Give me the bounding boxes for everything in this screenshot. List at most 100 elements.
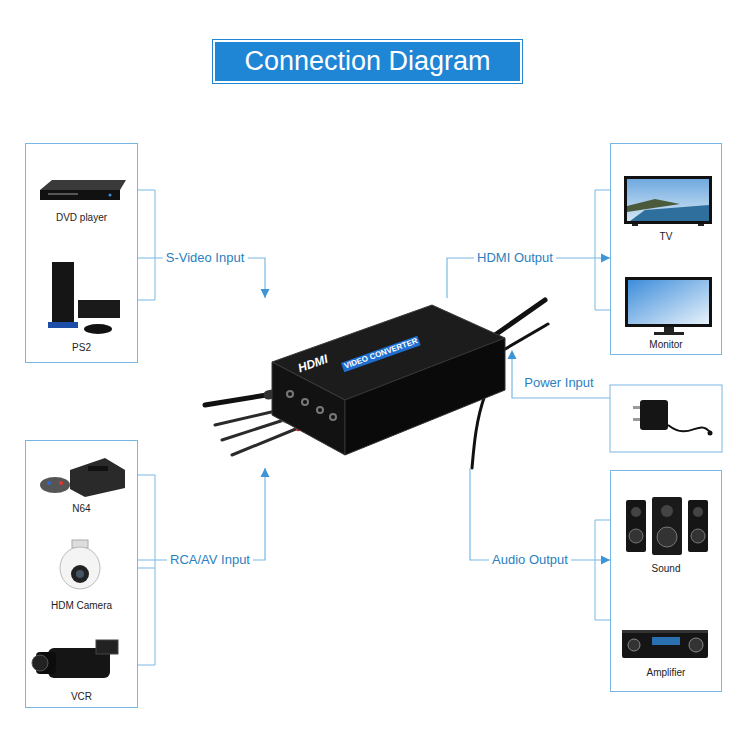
bracket-line bbox=[595, 190, 596, 310]
audio-cable bbox=[472, 395, 485, 468]
device-caption: Sound bbox=[611, 563, 721, 575]
bracket-stub bbox=[138, 300, 155, 301]
speaker-woofer bbox=[691, 529, 705, 543]
connector-label: S-Video Input bbox=[163, 250, 248, 266]
bracket-stub bbox=[595, 520, 610, 521]
device-caption: Amplifier bbox=[611, 667, 721, 679]
speaker-tweeter bbox=[693, 507, 703, 517]
camera-lens-glass bbox=[76, 570, 84, 578]
subwoofer bbox=[652, 497, 682, 555]
n64-body bbox=[70, 458, 125, 497]
rca-cable bbox=[215, 410, 280, 425]
device-group-box: TV Monitor bbox=[610, 143, 722, 355]
monitor-base bbox=[654, 332, 684, 335]
device-caption: Monitor bbox=[611, 339, 721, 351]
device-caption: TV bbox=[611, 231, 721, 243]
tv-screen bbox=[627, 179, 709, 221]
device-front bbox=[272, 362, 345, 455]
device-caption: DVD player bbox=[26, 212, 137, 224]
speaker-woofer bbox=[629, 529, 643, 543]
n64-controller bbox=[40, 477, 70, 493]
adapter-prong bbox=[633, 418, 640, 421]
speaker-tweeter bbox=[631, 507, 641, 517]
camera-icon bbox=[60, 540, 100, 589]
device-port bbox=[301, 398, 309, 406]
bracket-stub bbox=[595, 190, 610, 191]
subwoofer-cone bbox=[657, 527, 677, 547]
arrowhead bbox=[601, 556, 610, 565]
connector-line bbox=[470, 468, 610, 560]
tv-sea bbox=[630, 205, 709, 221]
power-adapter-icon bbox=[633, 400, 713, 436]
device-port bbox=[316, 406, 324, 414]
amp-knob bbox=[628, 639, 640, 651]
adapter-plug bbox=[708, 431, 713, 436]
connector-line bbox=[138, 468, 265, 560]
device-port-hole bbox=[318, 408, 322, 412]
device-group-box: N64HDM CameraVCR bbox=[25, 440, 138, 708]
bracket-stub bbox=[595, 310, 610, 311]
power-arrowhead bbox=[508, 350, 517, 359]
title-banner: Connection Diagram bbox=[213, 40, 522, 83]
dvd-front bbox=[40, 190, 120, 200]
device-caption: HDM Camera bbox=[26, 600, 137, 612]
arrowhead bbox=[261, 289, 270, 298]
subwoofer-tweeter bbox=[661, 505, 673, 517]
bracket-stub bbox=[138, 190, 155, 191]
camcorder-screen bbox=[96, 640, 118, 654]
device-port-hole bbox=[303, 400, 307, 404]
speaker-right bbox=[688, 500, 708, 552]
ps2-icon bbox=[48, 262, 120, 334]
connector-label: Audio Output bbox=[489, 552, 571, 568]
connector-label: RCA/AV Input bbox=[167, 552, 253, 568]
converter-outline bbox=[245, 298, 515, 468]
bracket-stub bbox=[138, 665, 155, 666]
power-line bbox=[512, 358, 610, 398]
device-caption: PS2 bbox=[26, 342, 137, 354]
device-port bbox=[286, 390, 294, 398]
device-port-hole bbox=[331, 415, 335, 419]
n64-button bbox=[59, 481, 63, 485]
ps2-stand bbox=[48, 322, 78, 328]
amp-body bbox=[622, 630, 708, 658]
camera-dome bbox=[60, 547, 100, 589]
bracket-stub bbox=[595, 620, 610, 621]
tv-icon bbox=[624, 176, 712, 226]
device-group-box: SoundAmplifier bbox=[610, 470, 722, 692]
converter-device: HDMIVIDEO CONVERTER bbox=[245, 298, 515, 468]
camcorder-icon bbox=[32, 640, 118, 678]
speakers-icon bbox=[626, 497, 708, 555]
camera-lens bbox=[71, 565, 89, 583]
n64-icon bbox=[40, 458, 125, 497]
dvd-top bbox=[40, 180, 126, 190]
amplifier-icon bbox=[622, 630, 708, 658]
ps2-controller bbox=[84, 324, 112, 334]
arrowhead bbox=[601, 254, 610, 263]
bracket-stub bbox=[138, 568, 155, 569]
device-port-hole bbox=[288, 392, 292, 396]
bracket-stub bbox=[138, 475, 155, 476]
port-label: Power Input bbox=[521, 375, 596, 391]
n64-button bbox=[47, 481, 51, 485]
device-caption: N64 bbox=[26, 503, 137, 515]
camcorder-lens bbox=[32, 655, 48, 671]
bracket-line bbox=[595, 520, 596, 620]
dvd-player-icon bbox=[40, 180, 126, 200]
ps2-horizontal bbox=[78, 300, 120, 318]
speaker-left bbox=[626, 500, 646, 552]
device-group-box: DVD playerPS2 bbox=[25, 143, 138, 363]
power-adapter-box bbox=[610, 385, 722, 452]
dvd-led bbox=[109, 194, 112, 197]
amp-display bbox=[652, 637, 680, 645]
n64-slot bbox=[88, 466, 108, 471]
bracket-line bbox=[155, 190, 156, 300]
adapter-cable bbox=[668, 425, 710, 432]
arrowhead bbox=[261, 468, 270, 477]
tv-frame bbox=[624, 176, 712, 224]
monitor-screen bbox=[628, 280, 709, 324]
monitor-neck bbox=[664, 327, 674, 332]
bracket-lines bbox=[138, 190, 610, 665]
amp-knob bbox=[689, 638, 703, 652]
device-port bbox=[329, 413, 337, 421]
